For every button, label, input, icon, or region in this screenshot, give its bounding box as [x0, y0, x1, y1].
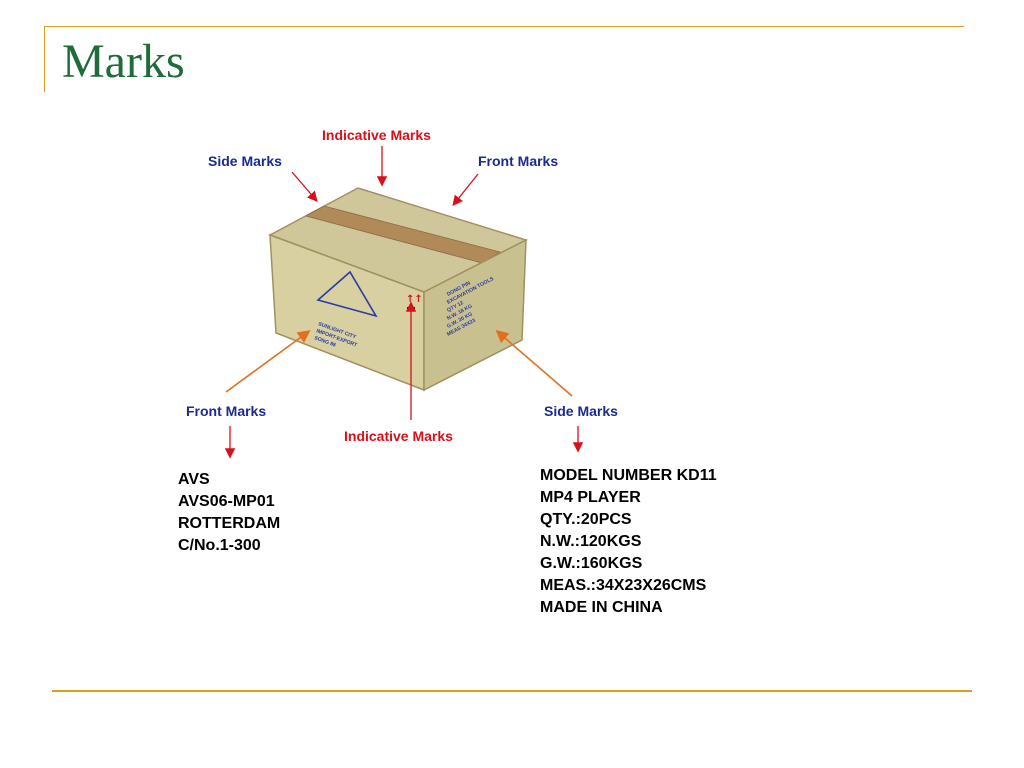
- front-marks-list: AVS AVS06-MP01 ROTTERDAM C/No.1-300: [178, 471, 280, 554]
- shipping-marks-diagram: SUNLIGHT CITY IMPORT-EXPORT SONG 88 ↑↑ D…: [178, 127, 717, 616]
- slide-frame-left-line: [44, 26, 45, 92]
- front-marks-line: AVS06-MP01: [178, 493, 275, 510]
- indicative-marks-label-top: Indicative Marks: [322, 127, 431, 143]
- indicative-marks-label-bottom: Indicative Marks: [344, 428, 453, 444]
- front-marks-label-top: Front Marks: [478, 153, 558, 169]
- side-marks-line: G.W.:160KGS: [540, 555, 643, 572]
- side-top-arrow: [291, 171, 318, 202]
- front-mark-triangle: [316, 270, 378, 318]
- side-marks-label-top: Side Marks: [208, 153, 282, 169]
- front-top-arrow: [452, 173, 479, 207]
- side-marks-line: MODEL NUMBER KD11: [540, 467, 717, 484]
- carton-box: SUNLIGHT CITY IMPORT-EXPORT SONG 88 ↑↑ D…: [268, 187, 528, 392]
- side-marks-label-bottom: Side Marks: [544, 403, 618, 419]
- side-marks-line: QTY.:20PCS: [540, 511, 632, 528]
- slide-frame-top-line: [44, 26, 964, 27]
- side-marks-line: MADE IN CHINA: [540, 599, 663, 616]
- front-marks-line: ROTTERDAM: [178, 515, 280, 532]
- box-side-face: [423, 238, 527, 392]
- front-marks-label-bottom: Front Marks: [186, 403, 266, 419]
- fragile-up-symbol: ↑↑: [406, 294, 423, 305]
- slide-footer-line: [52, 690, 972, 692]
- side-marks-list: MODEL NUMBER KD11 MP4 PLAYER QTY.:20PCS …: [540, 467, 717, 616]
- front-marks-line: C/No.1-300: [178, 537, 261, 554]
- box-tape-strip: [304, 205, 502, 264]
- side-marks-leader: [495, 329, 573, 397]
- side-marks-line: MEAS.:34X23X26CMS: [540, 577, 707, 594]
- side-marks-line: N.W.:120KGS: [540, 533, 642, 550]
- front-marks-line: AVS: [178, 471, 210, 488]
- side-marks-line: MP4 PLAYER: [540, 489, 641, 506]
- front-marks-leader: [225, 330, 311, 393]
- slide-title: Marks: [62, 35, 185, 88]
